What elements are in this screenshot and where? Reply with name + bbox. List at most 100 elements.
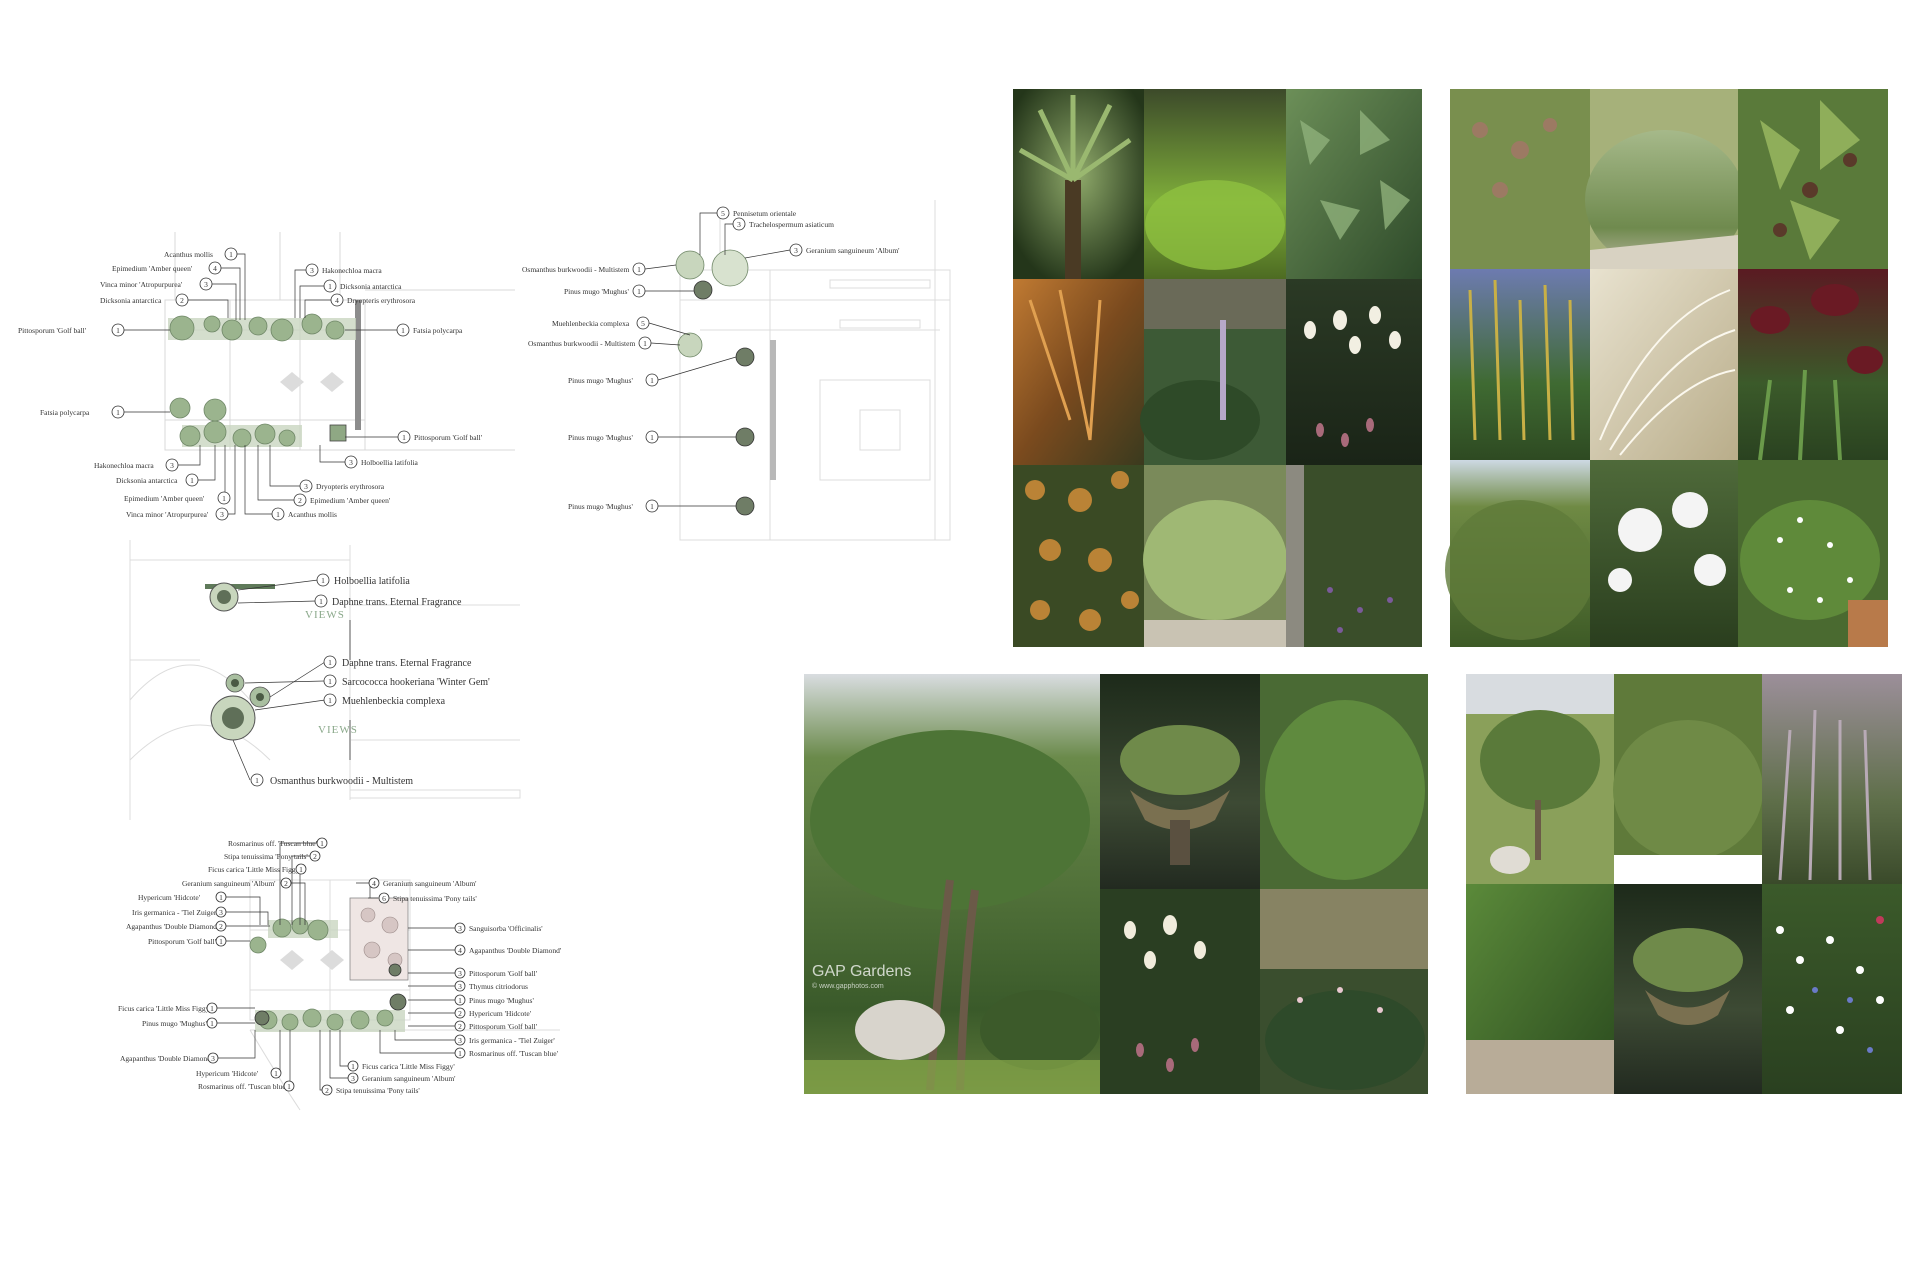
plan4-label: Stipa tenuissima 'Pony tails' — [224, 852, 308, 861]
plan4-count: 1 — [287, 1082, 291, 1091]
photo-fig — [1738, 89, 1888, 269]
plan1-count: 1 — [328, 282, 332, 291]
plan1-count: 1 — [276, 510, 280, 519]
plan4-count: 1 — [299, 865, 303, 874]
photo-tree-fern — [1013, 89, 1144, 279]
plan4-count: 1 — [351, 1062, 355, 1071]
plan2-label: Pinus mugo 'Mughus' — [564, 287, 629, 296]
plan4-label: Ficus carica 'Little Miss Figgy' — [208, 865, 301, 874]
plan1-count: 3 — [204, 280, 208, 289]
plan4-count: 4 — [458, 946, 462, 955]
plan1-label: Dicksonia antarctica — [340, 282, 402, 291]
photo-holboellia — [1286, 279, 1422, 465]
plant-photo-grid-front: GAP Gardens © www.gapphotos.com — [804, 674, 1428, 1094]
plan2-label: Pennisetum orientale — [733, 209, 797, 218]
photo-planter-ivy — [1466, 884, 1614, 1094]
plan2-label: Pinus mugo 'Mughus' — [568, 502, 633, 511]
plan1-label: Acanthus mollis — [288, 510, 337, 519]
plan2-label: Osmanthus burkwoodii - Multistem — [522, 265, 629, 274]
plan1-count: 2 — [180, 296, 184, 305]
photo-watermark-sub: © www.gapphotos.com — [812, 982, 884, 990]
photo-agapanthus-white — [1590, 460, 1738, 647]
plan3-label: Daphne trans. Eternal Fragrance — [332, 597, 462, 608]
plan4-count: 2 — [325, 1086, 329, 1095]
plan3-count: 1 — [328, 677, 332, 686]
photo-acanthus — [1140, 279, 1286, 465]
plan1-label: Fatsia polycarpa — [40, 408, 90, 417]
plan1-count: 3 — [349, 458, 353, 467]
plan4-label: Agapanthus 'Double Diamond' — [120, 1054, 213, 1063]
plan4-count: 1 — [210, 1004, 214, 1013]
plan1-count: 1 — [229, 250, 233, 259]
plan4-count: 3 — [458, 924, 462, 933]
plan4-count: 2 — [458, 1022, 462, 1031]
plan1-count: 1 — [401, 326, 405, 335]
plan1-label: Hakonechloa macra — [94, 461, 154, 470]
plan1-count: 3 — [220, 510, 224, 519]
views-label: VIEWS — [318, 724, 358, 736]
plan1-label: Epimedium 'Amber queen' — [112, 264, 193, 273]
plan1-label: Dicksonia antarctica — [100, 296, 162, 305]
photo-iris — [1738, 269, 1888, 461]
plan4-label: Pinus mugo 'Mughus' — [142, 1019, 207, 1028]
plant-photo-grid-sun — [1445, 89, 1888, 647]
plan1-label: Vinca minor 'Atropurpurea' — [100, 280, 183, 289]
photo-rosemary — [1450, 269, 1590, 460]
photo-pennisetum — [1762, 674, 1902, 884]
plan1-label: Dryopteris erythrosora — [316, 482, 385, 491]
plan2-label: Trachelospermum asiaticum — [749, 220, 834, 229]
photo-holboellia-detail — [1100, 889, 1260, 1094]
plan1-label: Acanthus mollis — [164, 250, 213, 259]
plan1-count: 1 — [190, 476, 194, 485]
plan4-count: 1 — [458, 996, 462, 1005]
plan1-count: 1 — [402, 433, 406, 442]
plan1-label: Epimedium 'Amber queen' — [310, 496, 391, 505]
plan4-label: Agapanthus 'Double Diamond' — [469, 946, 562, 955]
plan4-count: 2 — [313, 852, 317, 861]
plan3-count: 1 — [319, 597, 323, 606]
plan3-count: 1 — [328, 658, 332, 667]
plan1-label: Dryopteris erythrosora — [347, 296, 416, 305]
plan1-label: Holboellia latifolia — [361, 458, 419, 467]
planting-plan-front-entrance: VIEWS VIEWS 1 Holboellia latifolia 1 Dap… — [129, 540, 521, 820]
plan4-count: 3 — [211, 1054, 215, 1063]
photo-pittosporum-ball — [1143, 465, 1287, 647]
plan4-label: Hypericum 'Hidcote' — [196, 1069, 259, 1078]
plan4-count: 4 — [372, 879, 376, 888]
plan4-count: 6 — [382, 894, 386, 903]
plan2-label: Muehlenbeckia complexa — [552, 319, 630, 328]
photo-daphne-grass — [1260, 889, 1428, 1094]
plan2-label: Pinus mugo 'Mughus' — [568, 433, 633, 442]
plan4-label: Hypericum 'Hidcote' — [469, 1009, 532, 1018]
plan1-count: 2 — [298, 496, 302, 505]
photo-dryopteris — [1013, 279, 1144, 465]
plan2-count: 1 — [637, 265, 641, 274]
plan4-label: Ficus carica 'Little Miss Figgy' — [362, 1062, 455, 1071]
planting-plan-side-passage: 5 Pennisetum orientale 3 Trachelospermum… — [522, 200, 951, 541]
planting-plan-courtyard: Acanthus mollis 1 Epimedium 'Amber queen… — [18, 232, 515, 521]
plan4-label: Ficus carica 'Little Miss Figgy' — [118, 1004, 211, 1013]
plan2-label: Geranium sanguineum 'Album' — [806, 246, 900, 255]
plan4-label: Agapanthus 'Double Diamond' — [126, 922, 219, 931]
planting-plan-terrace: Rosmarinus off. 'Tuscan blue' 1 Stipa te… — [118, 837, 562, 1111]
plan4-label: Geranium sanguineum 'Album' — [362, 1074, 456, 1083]
plan2-count: 1 — [637, 287, 641, 296]
views-label: VIEWS — [305, 609, 345, 621]
photo-clipped-shrub — [1585, 89, 1745, 270]
plan4-count: 1 — [320, 839, 324, 848]
plan4-count: 3 — [458, 969, 462, 978]
plan2-count: 1 — [650, 433, 654, 442]
photo-urn-muehlenbeckia — [1100, 674, 1260, 889]
plan4-label: Stipa tenuissima 'Pony tails' — [393, 894, 477, 903]
plan4-count: 1 — [210, 1019, 214, 1028]
plan3-label: Daphne trans. Eternal Fragrance — [342, 658, 472, 669]
plan3-count: 1 — [255, 776, 259, 785]
plan4-count: 2 — [284, 879, 288, 888]
photo-holboellia-flowers — [1450, 89, 1590, 269]
plan4-label: Pinus mugo 'Mughus' — [469, 996, 534, 1005]
plan4-label: Hypericum 'Hidcote' — [138, 893, 201, 902]
plan1-count: 1 — [222, 494, 226, 503]
plan4-count: 3 — [458, 1036, 462, 1045]
photo-hakonechloa — [1144, 89, 1286, 279]
